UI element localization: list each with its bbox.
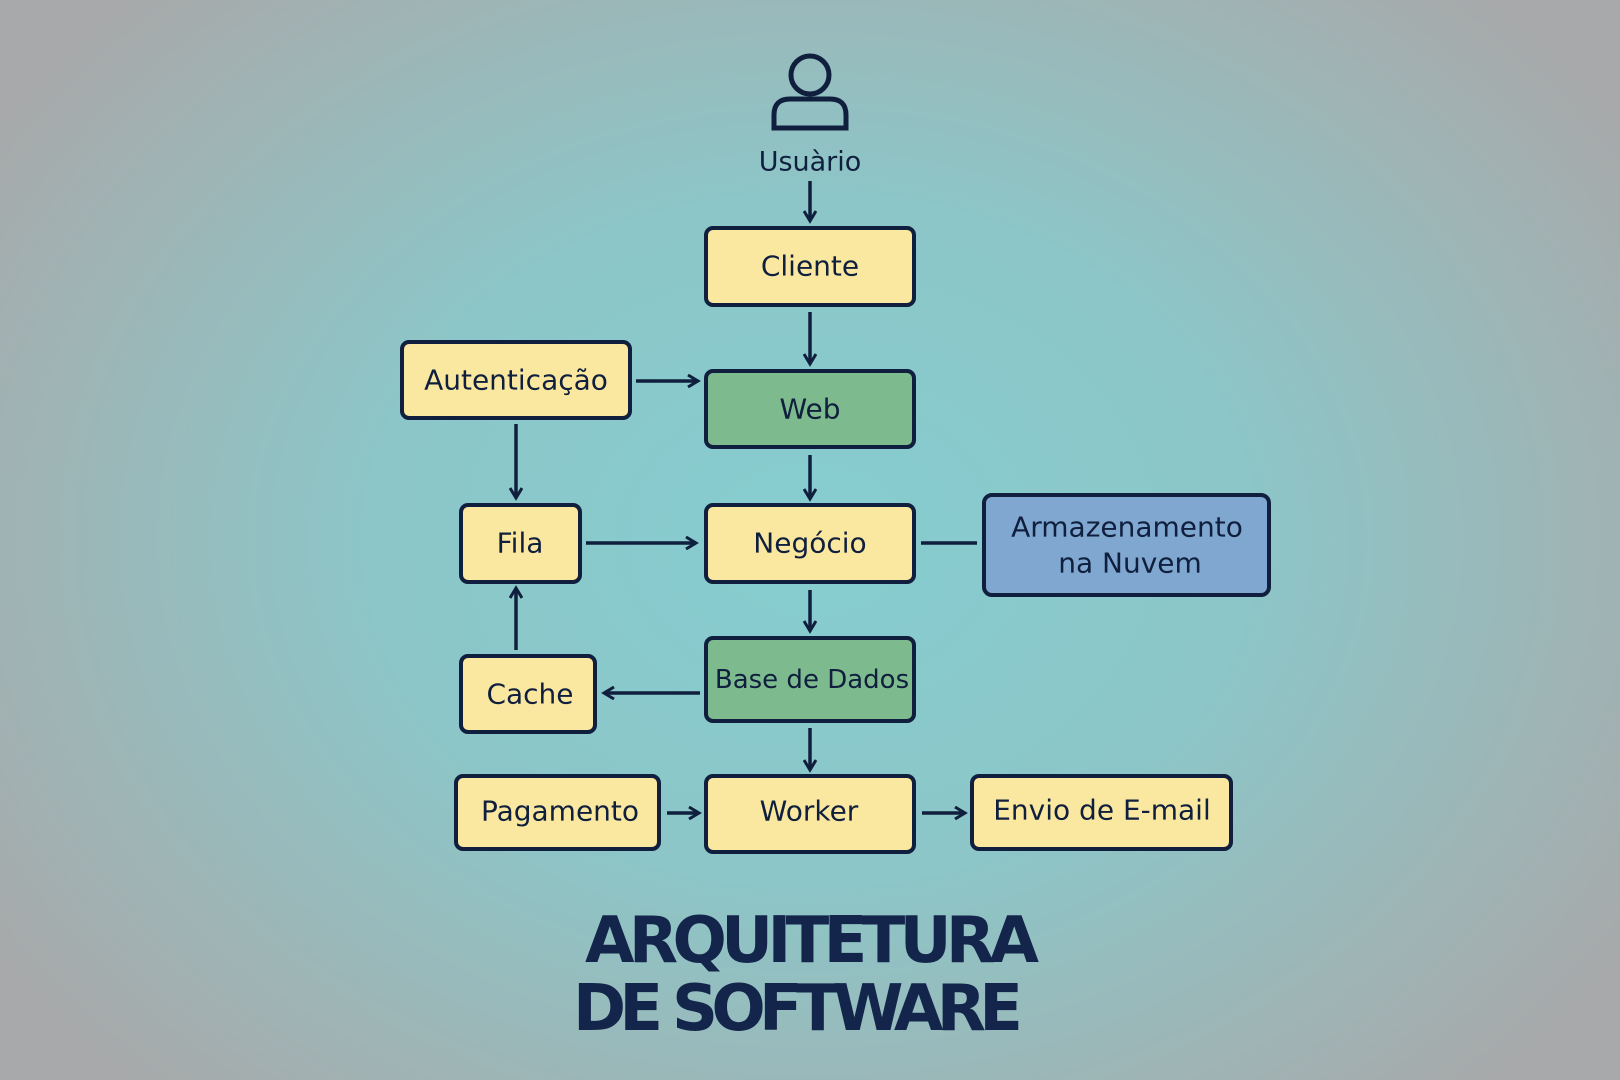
node-worker: Worker [704,774,916,854]
node-cliente: Cliente [704,226,916,307]
node-cache-label: Cache [486,678,573,711]
node-cliente-label: Cliente [761,250,859,283]
node-base-de-dados-label: Base de Dados [715,665,909,695]
node-negocio-label: Negócio [753,527,866,560]
node-cache: Cache [459,654,597,734]
node-autenticacao: Autenticação [400,340,632,420]
node-autenticacao-label: Autenticação [424,364,608,397]
node-fila: Fila [459,503,582,584]
node-web: Web [704,369,916,449]
node-web-label: Web [779,393,840,426]
user-icon [771,53,849,131]
node-pagamento: Pagamento [454,774,661,851]
node-pagamento-label: Pagamento [481,795,639,828]
node-armazenamento-label-line1: Armazenamento [1011,511,1243,544]
user-label: Usuàrio [759,147,862,178]
node-fila-label: Fila [497,527,544,560]
node-armazenamento-nuvem: Armazenamento na Nuvem [982,493,1271,597]
node-negocio: Negócio [704,503,916,584]
node-base-de-dados: Base de Dados [704,636,916,723]
title-line-1: ARQUITETURA [585,904,1039,978]
node-armazenamento-label-line2: na Nuvem [1058,547,1202,580]
node-envio-email: Envio de E-mail [970,774,1233,851]
node-worker-label: Worker [760,795,859,828]
node-envio-email-label: Envio de E-mail [993,794,1211,827]
title-line-2: DE SOFTWARE [573,972,1023,1046]
